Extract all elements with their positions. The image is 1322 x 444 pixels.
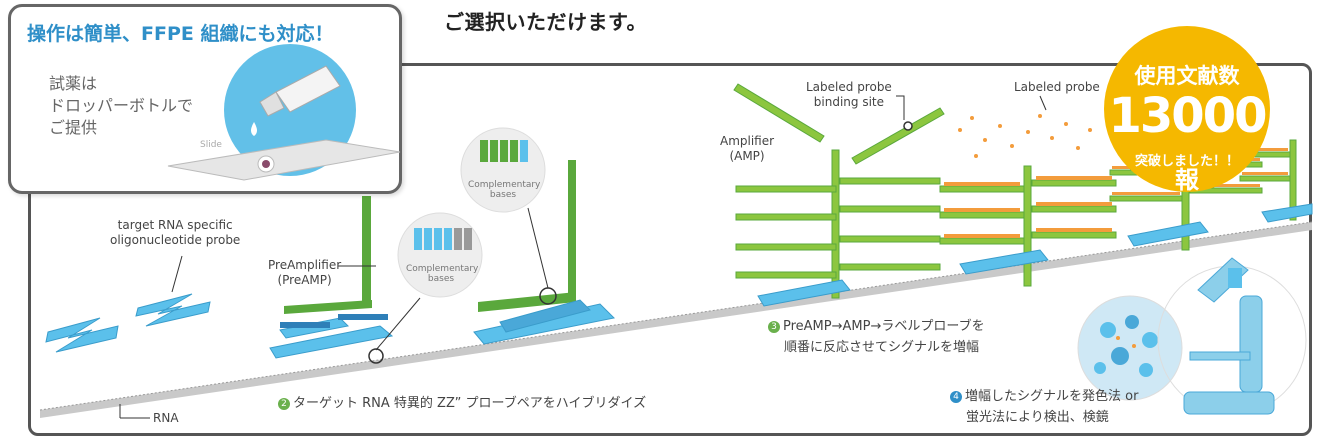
diagram-frame	[28, 63, 1312, 436]
reagent-line: 試薬は	[49, 74, 98, 93]
complementary-bases-1	[397, 212, 483, 298]
badge-subtitle: 突破しました！！	[1134, 154, 1239, 169]
free-amplifier	[733, 83, 825, 143]
slide-label: Slide	[200, 140, 222, 150]
step-text: 順番に反応させてシグナルを増幅	[784, 340, 980, 355]
complementary-bases-label-2: Complementary bases	[468, 180, 541, 200]
target-probe-label: target RNA specific oligonucleotide prob…	[110, 218, 240, 248]
amp-zz-base	[757, 279, 851, 307]
rna-label: RNA	[153, 411, 179, 425]
step-text: 蛍光法により検出、検鏡	[966, 410, 1109, 425]
step-text: PreAMP→AMP→ラベルプローブを	[783, 319, 985, 334]
label-line: Amplifier	[720, 134, 775, 148]
label-line: bases	[427, 274, 455, 284]
step-number: 4	[950, 391, 962, 403]
label-line: bases	[489, 190, 517, 200]
badge-count-unit: 報	[1175, 166, 1199, 194]
preamp-group-2	[269, 196, 394, 359]
labeled-probe-dots	[958, 114, 1092, 158]
zz-preamp-group-3	[473, 160, 616, 345]
badge-count: 13000 報	[1104, 88, 1270, 200]
free-zz-probes	[45, 293, 211, 353]
labeled-tree-orange	[944, 176, 1112, 238]
reagent-line: ご提供	[49, 118, 98, 137]
label-line: target RNA specific	[117, 218, 233, 232]
amplifier-label: Amplifier (AMP)	[720, 134, 774, 164]
microscope-icon	[1157, 257, 1307, 415]
labeled-tree	[939, 165, 1117, 287]
labeled-probe-label: Labeled probe	[1014, 80, 1100, 94]
binding-site-label: Labeled probe binding site	[806, 80, 892, 110]
step-number: 3	[768, 321, 780, 333]
label-line: binding site	[813, 95, 885, 109]
probe-leader	[171, 255, 183, 293]
badge-title: 使用文献数	[1134, 64, 1240, 88]
complementary-bases-2	[460, 127, 546, 213]
preamp-label: PreAmplifier (PreAMP)	[268, 258, 341, 288]
label-line: (AMP)	[729, 149, 765, 163]
step-number: 2	[278, 398, 290, 410]
label-line: oligonucleotide probe	[110, 233, 241, 247]
amp-tree	[735, 149, 941, 299]
callout-title: 操作は簡単、FFPE 組織にも対応！	[27, 23, 334, 45]
callout-box: 操作は簡単、FFPE 組織にも対応！ 試薬は ドロッパーボトルで ご提供 Sli…	[8, 4, 402, 194]
citation-badge: 使用文献数 13000 報 突破しました！！	[1104, 26, 1270, 194]
label-line: PreAmplifier	[268, 258, 342, 272]
label-line: Labeled probe	[806, 80, 892, 94]
reagent-text: 試薬は ドロッパーボトルで ご提供	[49, 73, 193, 139]
step-text: 増幅したシグナルを発色法 or	[965, 389, 1139, 404]
step-text: ターゲット RNA 特異的 ZZ” プローブペアをハイブリダイズ	[293, 396, 647, 411]
dropper-slide-icon	[167, 44, 401, 181]
rna-strand	[39, 221, 1313, 418]
free-binding-site	[851, 107, 945, 165]
complementary-bases-label-1: Complementary bases	[406, 264, 479, 284]
badge-count-number: 13000	[1108, 88, 1268, 144]
top-caption: ご選択いただけます。	[444, 10, 647, 34]
label-line: Complementary	[406, 264, 479, 274]
label-line: (PreAMP)	[277, 273, 332, 287]
reagent-line: ドロッパーボトルで	[49, 96, 194, 115]
tissue-view	[1077, 295, 1183, 401]
label-line: Complementary	[468, 180, 541, 190]
